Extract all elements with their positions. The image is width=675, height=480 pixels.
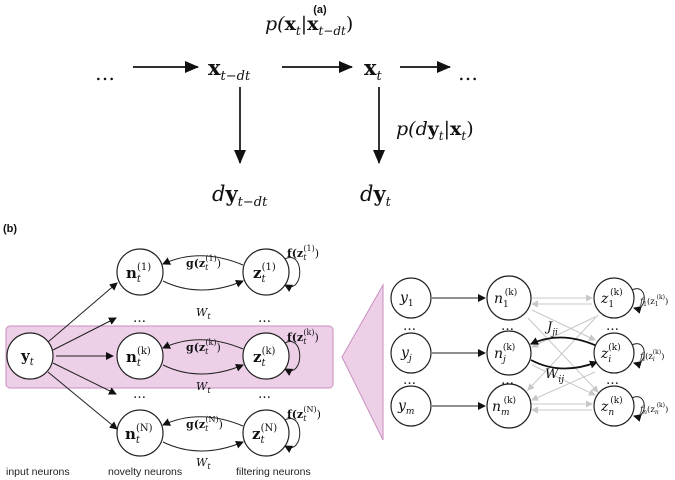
detail-input-1 xyxy=(390,277,432,319)
detail-dots-filtering-2: … xyxy=(606,373,619,388)
caption-novelty-neurons: novelty neurons xyxy=(108,466,182,478)
detail-filtering-i xyxy=(593,332,635,374)
selfloop-z1 xyxy=(631,288,645,314)
state-cur: xt xyxy=(364,55,383,84)
arrow-J-ji xyxy=(530,336,598,347)
detail-dots-input-1: … xyxy=(403,319,416,334)
detail-input-m-label: ym xyxy=(397,398,414,417)
novelty-neuron-1 xyxy=(116,248,164,296)
w-label-N: Wt xyxy=(196,456,211,471)
detail-dots-novelty-2: … xyxy=(501,373,514,388)
detail-novelty-m xyxy=(486,383,532,429)
caption-input-neurons: input neurons xyxy=(6,466,70,478)
detail-input-m xyxy=(390,385,432,427)
arrow-g-N xyxy=(162,416,244,427)
g-label-k: g(zt(k)) xyxy=(186,338,221,356)
detail-input-1-label: y1 xyxy=(399,290,414,309)
arrow-input-to-novelty-dots-1 xyxy=(52,317,117,351)
selfloop-filtering-1 xyxy=(282,257,301,292)
detail-input-j xyxy=(390,332,432,374)
input-neuron xyxy=(6,332,54,380)
observation-cur: dyt xyxy=(360,181,392,210)
selfloop-zn xyxy=(631,396,645,422)
filtering-neuron-1 xyxy=(242,248,290,296)
arrow-w-1 xyxy=(162,280,244,291)
detail-novelty-1-label: n1(k) xyxy=(494,287,517,310)
selfloop-filtering-k xyxy=(282,341,301,376)
arrow-input-to-novelty-1 xyxy=(47,282,118,343)
panel-a-label: (a) xyxy=(313,4,327,16)
detail-dots-filtering-1: … xyxy=(606,319,619,334)
filtering-neuron-k-label: zt(k) xyxy=(253,346,276,369)
panel-b-label: (b) xyxy=(3,223,17,235)
detail-f-label-i: fi(zi(k)) xyxy=(639,349,664,363)
selfloop-filtering-N xyxy=(282,418,301,453)
zoom-wedge xyxy=(341,283,384,441)
detail-f-label-n: fn(zn(k)) xyxy=(639,402,668,416)
arrow-g-1 xyxy=(162,255,244,266)
observation-prev: dyt−dt xyxy=(212,181,268,210)
detail-dots-novelty-1: … xyxy=(501,319,514,334)
novelty-neuron-N xyxy=(116,409,164,457)
novelty-neuron-N-label: nt(N) xyxy=(125,423,153,446)
detail-novelty-j xyxy=(486,330,532,376)
detail-f-label-1: f1(z1(k)) xyxy=(639,294,668,308)
dots-filtering-top: … xyxy=(258,311,271,326)
w-label-k: Wt xyxy=(196,380,211,395)
detail-novelty-j-label: nj(k) xyxy=(494,342,515,365)
arrow-input-to-novelty-dots-2 xyxy=(52,362,117,395)
detail-dots-input-2: … xyxy=(403,373,416,388)
arrow-g-k xyxy=(162,339,244,350)
detail-filtering-n xyxy=(593,385,635,427)
input-neuron-label: yt xyxy=(20,347,35,368)
dots-novelty-bottom: … xyxy=(133,387,146,402)
selfloop-zi xyxy=(631,343,645,369)
arrow-W-ij xyxy=(530,359,598,370)
f-label-k: f(zt(k)) xyxy=(287,328,319,346)
ellipsis-right: … xyxy=(458,61,478,85)
arrow-w-N xyxy=(162,441,244,452)
J-ji-label: Jji xyxy=(544,320,558,338)
transition-probability-label: p(xt|xt−dt) xyxy=(265,13,353,38)
emission-probability-label: p(dyt|xt) xyxy=(396,118,474,143)
detail-novelty-1 xyxy=(486,275,532,321)
f-label-N: f(zt(N)) xyxy=(287,405,321,423)
caption-filtering-neurons: filtering neurons xyxy=(236,466,311,478)
detail-input-j-label: yj xyxy=(400,345,412,364)
novelty-neuron-1-label: nt(1) xyxy=(126,262,151,285)
dots-filtering-bottom: … xyxy=(258,387,271,402)
dots-novelty-top: … xyxy=(133,311,146,326)
f-label-1: f(zt(1)) xyxy=(287,244,319,262)
detail-filtering-n-label: zn(k) xyxy=(600,395,623,418)
novelty-neuron-k-label: nt(k) xyxy=(126,346,151,369)
filtering-neuron-N xyxy=(242,409,290,457)
g-label-N: g(zt(N)) xyxy=(186,415,223,433)
filtering-neuron-N-label: zt(N) xyxy=(252,423,277,446)
filtering-neuron-1-label: zt(1) xyxy=(253,262,276,285)
detail-filtering-i-label: zi(k) xyxy=(600,342,621,365)
ellipsis-left: … xyxy=(95,61,115,85)
W-ij-label: Wij xyxy=(545,367,564,385)
grey-connections xyxy=(527,294,599,414)
arrow-w-k xyxy=(162,364,244,375)
g-label-1: g(zt(1)) xyxy=(186,254,221,272)
detail-filtering-1-label: z1(k) xyxy=(600,287,623,310)
arrow-input-to-novelty-N xyxy=(47,371,118,430)
novelty-neuron-k xyxy=(116,332,164,380)
state-prev: xt−dt xyxy=(208,55,251,84)
detail-novelty-m-label: nm(k) xyxy=(492,395,516,418)
detail-filtering-1 xyxy=(593,277,635,319)
w-label-1: Wt xyxy=(196,306,211,321)
filtering-neuron-k xyxy=(242,332,290,380)
